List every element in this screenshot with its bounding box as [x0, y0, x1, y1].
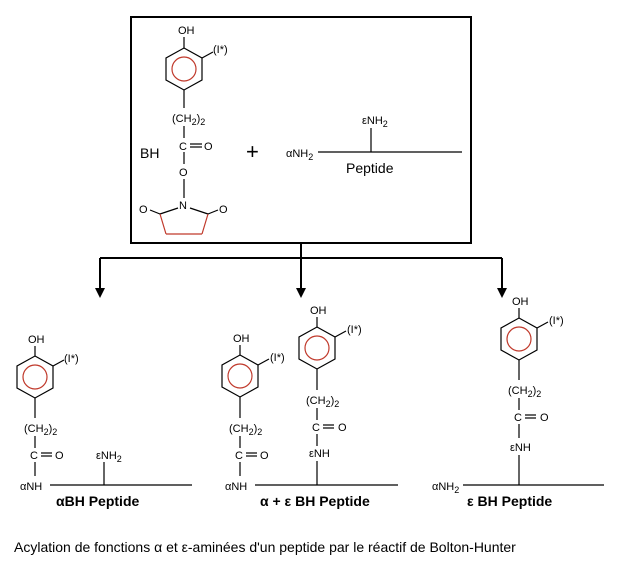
figure-caption: Acylation de fonctions α et ε-aminées d'… [14, 539, 516, 555]
p2-oxygen-1: O [260, 450, 269, 462]
p3-iodine-bond [536, 321, 549, 329]
p2-aromatic-circle-2 [304, 335, 330, 361]
p2-label: α + ε BH Peptide [260, 493, 370, 509]
plus-sign: + [246, 139, 259, 164]
bh-benzene-ring [165, 47, 203, 91]
p1-alpha-amine: αNH [20, 481, 42, 493]
p2-aromatic-circle-1 [227, 363, 253, 389]
succ-co-left [149, 209, 161, 215]
p1-oh: OH [28, 334, 45, 346]
p3-iodine: (I*) [549, 315, 564, 327]
p2-oxygen-2: O [338, 422, 347, 434]
succ-bond-l1 [159, 207, 179, 215]
bh-reagent: OH (I*) (CH2)2 C O BH O N O O [139, 25, 228, 235]
p2-alpha-amine: αNH [225, 481, 247, 493]
p2-oh-1: OH [233, 333, 250, 345]
arrow-left-head [95, 288, 105, 298]
p2-chain-2: (CH2)2 [306, 395, 339, 409]
arrow-right-head [497, 288, 507, 298]
p3-eps-amine: εNH [510, 442, 531, 454]
p1-iodine: (I*) [64, 353, 79, 365]
p2-iodine-2: (I*) [347, 324, 362, 336]
p3-label: ε BH Peptide [467, 493, 552, 509]
peptide-reactant: αNH2 εNH2 Peptide [286, 115, 462, 176]
succ-o-right: O [219, 204, 228, 216]
p3-aromatic-circle [506, 326, 532, 352]
bh-carbonyl-oxygen: O [204, 141, 213, 153]
bh-oh-label: OH [178, 25, 195, 37]
product-alpha: OH (I*) (CH2)2 C O αNH εNH2 αBH Peptide [16, 334, 192, 509]
p2-iodine-bond-2 [334, 330, 347, 338]
bh-iodine-label: (I*) [213, 44, 228, 56]
p2-benzene-ring-2 [298, 326, 336, 370]
p1-eps-amine: εNH2 [96, 450, 122, 464]
bh-label: BH [140, 145, 159, 161]
p2-carbon-1: C [235, 450, 243, 462]
branch-arrows [95, 243, 507, 298]
p3-oxygen: O [540, 412, 549, 424]
p2-iodine-bond-1 [257, 358, 270, 366]
bh-iodine-bond [201, 51, 214, 59]
succ-bond-r1 [189, 207, 209, 215]
peptide-alpha-amine: αNH2 [286, 148, 313, 162]
p1-label: αBH Peptide [56, 493, 139, 509]
succ-bond-l2 [159, 213, 167, 235]
succ-co-right [207, 209, 219, 215]
bh-chain-label: (CH2)2 [172, 113, 205, 127]
p1-aromatic-circle [22, 364, 48, 390]
product-eps: OH (I*) (CH2)2 C O εNH αNH2 ε BH Peptide [432, 296, 604, 509]
succ-o-left: O [139, 204, 148, 216]
p1-carbon: C [30, 450, 38, 462]
bh-carbon-label: C [179, 141, 187, 153]
succ-bond-r2 [201, 213, 209, 235]
bh-nitrogen: N [179, 200, 187, 212]
p1-oxygen: O [55, 450, 64, 462]
p2-benzene-ring-1 [221, 354, 259, 398]
p2-chain-1: (CH2)2 [229, 423, 262, 437]
arrow-mid-head [296, 288, 306, 298]
product-alpha-eps: OH (I*) (CH2)2 C O αNH OH (I*) (CH2)2 C … [221, 305, 398, 509]
bh-aromatic-circle [171, 56, 197, 82]
peptide-name: Peptide [346, 160, 394, 176]
p2-carbon-2: C [312, 422, 320, 434]
bh-ester-oxygen: O [179, 167, 188, 179]
p3-carbon: C [514, 412, 522, 424]
p2-oh-2: OH [310, 305, 327, 317]
p1-chain: (CH2)2 [24, 423, 57, 437]
peptide-eps-amine: εNH2 [362, 115, 388, 129]
p3-oh: OH [512, 296, 529, 308]
p2-eps-amine: εNH [309, 448, 330, 460]
p2-iodine-1: (I*) [270, 352, 285, 364]
p3-alpha-amine: αNH2 [432, 481, 459, 495]
p3-chain: (CH2)2 [508, 385, 541, 399]
p1-iodine-bond [52, 359, 65, 367]
